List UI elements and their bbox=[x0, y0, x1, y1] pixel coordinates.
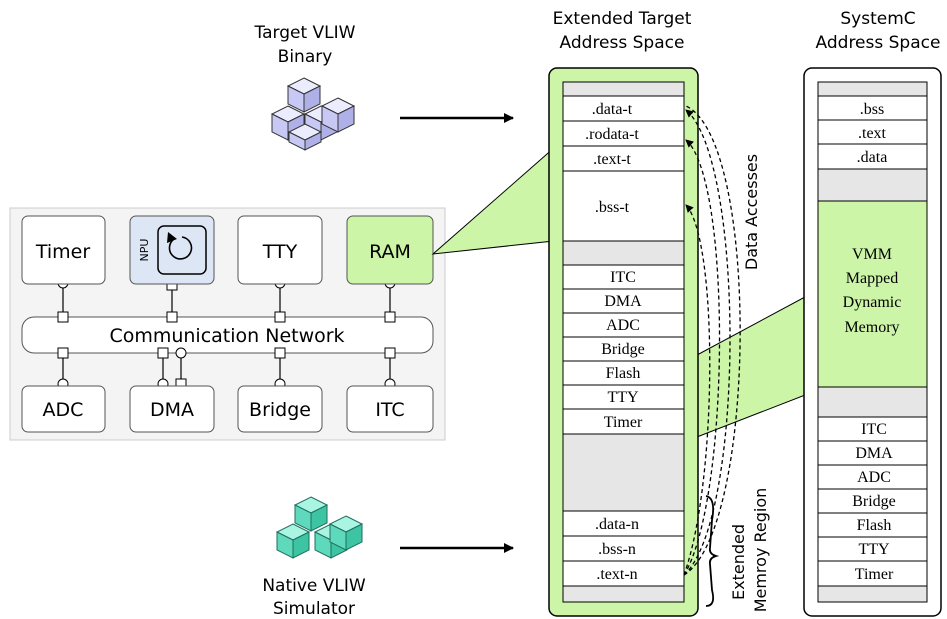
itc-component bbox=[346, 385, 434, 433]
target-binary-label-2: Binary bbox=[278, 47, 333, 67]
adc-component-label: ADC bbox=[43, 399, 84, 421]
native-simulator-label-1: Native VLIW bbox=[262, 576, 366, 596]
extended-native-sections bbox=[562, 510, 685, 587]
binary-cubes-icon bbox=[270, 77, 356, 151]
timer-component bbox=[21, 215, 106, 285]
extended-space-title-2: Address Space bbox=[560, 33, 685, 53]
vmm-line-4: Memory bbox=[844, 319, 899, 336]
section-rodata-t: .rodata-t bbox=[585, 126, 639, 143]
ext-device-dma: DMA bbox=[604, 293, 642, 310]
vmm-line-1: VMM bbox=[852, 246, 892, 263]
vmm-line-2: Mapped bbox=[846, 270, 898, 287]
systemc-device-dma: DMA bbox=[855, 445, 893, 462]
ram-component-label: RAM bbox=[369, 241, 411, 263]
systemc-device-itc: ITC bbox=[861, 421, 887, 438]
systemc-device-timer: Timer bbox=[855, 566, 894, 583]
data-access-arrows bbox=[683, 105, 741, 576]
bridge-component-label: Bridge bbox=[249, 399, 311, 421]
systemc-device-adc: ADC bbox=[857, 469, 891, 486]
dma-component bbox=[129, 385, 215, 433]
section-bss-n: .bss-n bbox=[598, 541, 636, 558]
communication-network-bus bbox=[21, 316, 434, 354]
systemc-bss: .bss bbox=[860, 101, 884, 118]
section-bss-t: .bss-t bbox=[595, 199, 630, 216]
extended-region-brace bbox=[705, 495, 720, 607]
vmm-line-3: Dynamic bbox=[843, 294, 902, 311]
ext-device-tty: TTY bbox=[607, 389, 639, 406]
bridge-component bbox=[237, 385, 323, 433]
data-accesses-label: Data Accesses bbox=[742, 154, 761, 270]
extended-device-sections bbox=[562, 264, 685, 435]
ext-device-timer: Timer bbox=[604, 414, 643, 431]
section-text-t: .text-t bbox=[593, 151, 631, 168]
section-data-t: .data-t bbox=[592, 101, 633, 118]
systemc-space-title-2: Address Space bbox=[816, 33, 941, 53]
tty-component bbox=[237, 215, 323, 285]
extended-space-title-1: Extended Target bbox=[553, 9, 692, 29]
adc-component bbox=[21, 385, 106, 433]
ram-callout bbox=[431, 138, 564, 255]
extended-region-label-1: Extended bbox=[729, 524, 748, 600]
systemc-device-flash: Flash bbox=[857, 517, 892, 534]
systemc-device-tty: TTY bbox=[858, 541, 890, 558]
vmm-callout bbox=[683, 289, 819, 443]
systemc-space-title-1: SystemC bbox=[840, 9, 915, 29]
systemc-data: .data bbox=[857, 149, 888, 166]
ext-device-itc: ITC bbox=[610, 269, 636, 286]
port-markers bbox=[57, 277, 396, 390]
ext-device-bridge: Bridge bbox=[601, 341, 645, 358]
npu-component bbox=[129, 215, 215, 285]
vmm-region bbox=[817, 200, 928, 388]
section-text-n: .text-n bbox=[596, 566, 637, 583]
itc-component-label: ITC bbox=[375, 399, 404, 421]
timer-component-label: Timer bbox=[35, 241, 90, 263]
target-binary-label-1: Target VLIW bbox=[254, 23, 356, 43]
section-data-n: .data-n bbox=[595, 516, 639, 533]
refresh-icon bbox=[157, 225, 207, 275]
tty-component-label: TTY bbox=[262, 241, 298, 263]
ext-device-flash: Flash bbox=[606, 365, 641, 382]
ext-device-adc: ADC bbox=[606, 317, 640, 334]
systemc-device-bridge: Bridge bbox=[852, 493, 896, 510]
npu-component-label: NPU bbox=[138, 239, 151, 262]
extended-target-sections bbox=[562, 95, 685, 242]
simulator-cubes-icon bbox=[275, 496, 364, 559]
extended-region-label-2: Memroy Region bbox=[751, 488, 770, 613]
dma-component-label: DMA bbox=[150, 399, 194, 421]
ram-component bbox=[346, 215, 434, 285]
systemc-device-sections bbox=[817, 416, 928, 587]
systemc-text: .text bbox=[858, 125, 887, 142]
communication-network-label: Communication Network bbox=[109, 325, 344, 347]
native-simulator-label-2: Simulator bbox=[273, 599, 355, 619]
systemc-sections bbox=[817, 95, 928, 170]
